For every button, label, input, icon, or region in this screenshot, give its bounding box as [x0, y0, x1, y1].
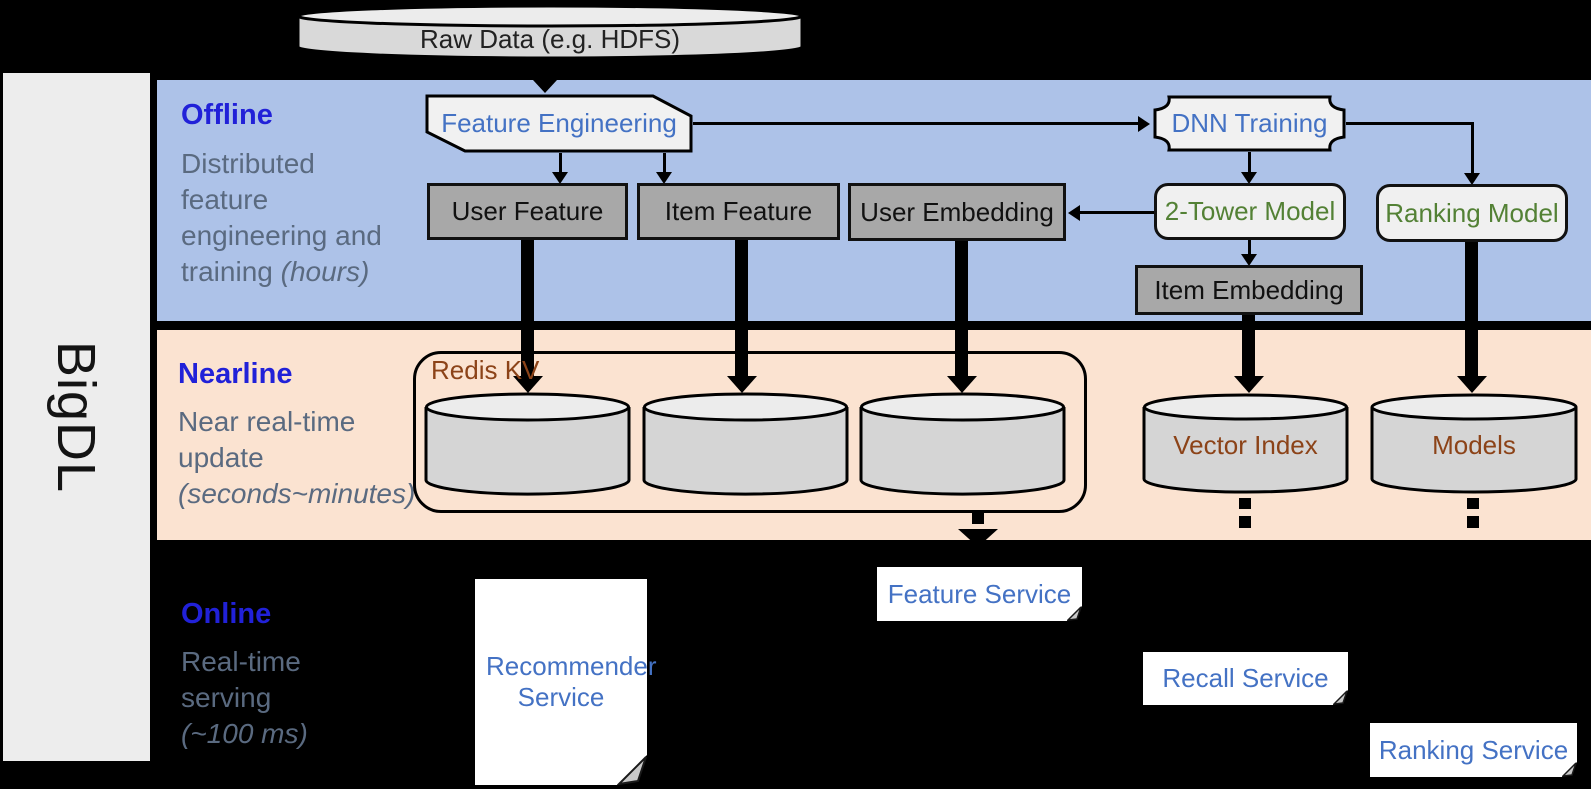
arrow-fe-to-itemfeature-line: [663, 153, 666, 174]
redis-kv-container: [413, 351, 1087, 513]
node-item-embedding: Item Embedding: [1135, 265, 1363, 315]
node-feature-engineering: Feature Engineering: [425, 94, 693, 153]
arrow-dnn-to-twotower-head: [1241, 172, 1257, 184]
page-fold-icon: [1562, 762, 1577, 777]
arrow-twotower-to-itemembedding-head: [1241, 254, 1257, 266]
arrow-dnn-to-ranking-hline: [1346, 122, 1474, 125]
nearline-title: Nearline: [178, 358, 293, 390]
models-store: Models: [1369, 392, 1579, 496]
recall-service-label: Recall Service: [1162, 663, 1329, 693]
redis-cylinder-3: [858, 391, 1067, 498]
node-user-embedding: User Embedding: [848, 183, 1066, 241]
arrow-itemembedding-to-vectorindex-head: [1234, 376, 1264, 393]
redis-kv-label: Redis KV: [431, 355, 540, 385]
dashed-models-stub-2: [1467, 516, 1479, 528]
recall-service-box: Recall Service: [1143, 652, 1348, 705]
dashed-arrow-redis-to-featureservice-dash: [972, 513, 984, 524]
node-dnn-training: DNN Training: [1153, 95, 1346, 152]
models-label: Models: [1432, 430, 1516, 460]
arrow-fe-to-userfeature-head: [552, 172, 568, 184]
cylinder-shape: [642, 392, 849, 496]
arrow-dnn-to-ranking-vline: [1471, 122, 1474, 174]
redis-cylinder-2: [641, 391, 850, 498]
node-ranking-model: Ranking Model: [1376, 184, 1568, 242]
bigdl-sidebar: BigDL: [3, 73, 150, 761]
arrow-itemfeature-to-redis-line: [735, 240, 748, 376]
nearline-description: Near real-time update (seconds~minutes): [178, 406, 416, 509]
page-fold-icon: [1333, 690, 1348, 705]
feature-service-box: Feature Service: [877, 567, 1082, 621]
dashed-arrow-redis-to-featureservice-head: [958, 529, 998, 547]
dashed-vectorindex-stub-1: [1239, 498, 1251, 509]
vector-index-store: Vector Index: [1141, 392, 1350, 496]
page-fold-icon: [617, 755, 647, 785]
arrow-twotower-to-itemembedding-line: [1248, 240, 1251, 256]
card-shape: [425, 94, 693, 153]
raw-data-label: Raw Data (e.g. HDFS): [419, 24, 681, 54]
cylinder-shape: [1142, 393, 1349, 494]
arrow-rankingmodel-to-models-line: [1465, 242, 1478, 376]
dashed-models-stub-1: [1467, 498, 1479, 509]
arrow-fe-to-itemfeature-head: [656, 172, 672, 184]
ranking-service-label: Ranking Service: [1378, 734, 1569, 765]
arrow-rawdata-to-fe-line: [542, 60, 549, 82]
bigdl-logo-text: BigDL: [46, 340, 107, 494]
arrow-twotower-to-userembedding-head: [1068, 205, 1080, 221]
offline-description: Distributed feature engineering and trai…: [181, 148, 382, 287]
recommender-service-doc: Recommender Service: [475, 579, 657, 785]
arrow-userfeature-to-redis-line: [521, 240, 534, 376]
vector-index-label: Vector Index: [1173, 430, 1318, 460]
cylinder-shape: [296, 4, 804, 60]
arrow-userfeature-to-redis-head: [513, 376, 543, 393]
redis-cylinder-1: [423, 391, 632, 498]
online-title: Online: [181, 598, 272, 630]
arrow-rawdata-to-fe-head: [533, 80, 557, 93]
page-fold-icon: [1067, 606, 1082, 621]
arrow-userembedding-to-redis-line: [955, 241, 968, 376]
feature-service-label: Feature Service: [887, 578, 1072, 609]
arrow-twotower-to-userembedding-line: [1080, 211, 1154, 214]
arrow-itemfeature-to-redis-head: [727, 376, 757, 393]
cylinder-shape: [859, 392, 1066, 496]
arrow-fe-to-userfeature-line: [559, 153, 562, 174]
node-label: Feature Engineering: [441, 108, 677, 138]
arrow-userembedding-to-redis-head: [947, 376, 977, 393]
online-description: Real-time serving (~100 ms): [181, 646, 308, 749]
raw-data-store: Raw Data (e.g. HDFS): [295, 3, 805, 61]
arrow-dnn-to-ranking-head: [1464, 173, 1480, 185]
cylinder-shape: [1370, 393, 1578, 494]
arrow-rankingmodel-to-models-head: [1457, 376, 1487, 393]
cylinder-shape: [424, 392, 631, 496]
offline-title: Offline: [181, 99, 273, 131]
plaque-shape: [1153, 95, 1346, 152]
ranking-service-box: Ranking Service: [1370, 723, 1577, 777]
dashed-vectorindex-stub-2: [1239, 516, 1251, 528]
node-item-feature: Item Feature: [637, 183, 840, 240]
arrow-fe-to-dnn-line: [693, 122, 1138, 125]
node-two-tower-model: 2-Tower Model: [1154, 183, 1346, 240]
arrow-dnn-to-twotower-line: [1248, 152, 1251, 174]
arrow-fe-to-dnn-head: [1138, 116, 1150, 132]
recommender-service-label: Recommender Service: [486, 651, 657, 712]
arrow-itemembedding-to-vectorindex-line: [1242, 315, 1255, 376]
node-label: DNN Training: [1171, 108, 1328, 138]
node-user-feature: User Feature: [427, 183, 628, 240]
